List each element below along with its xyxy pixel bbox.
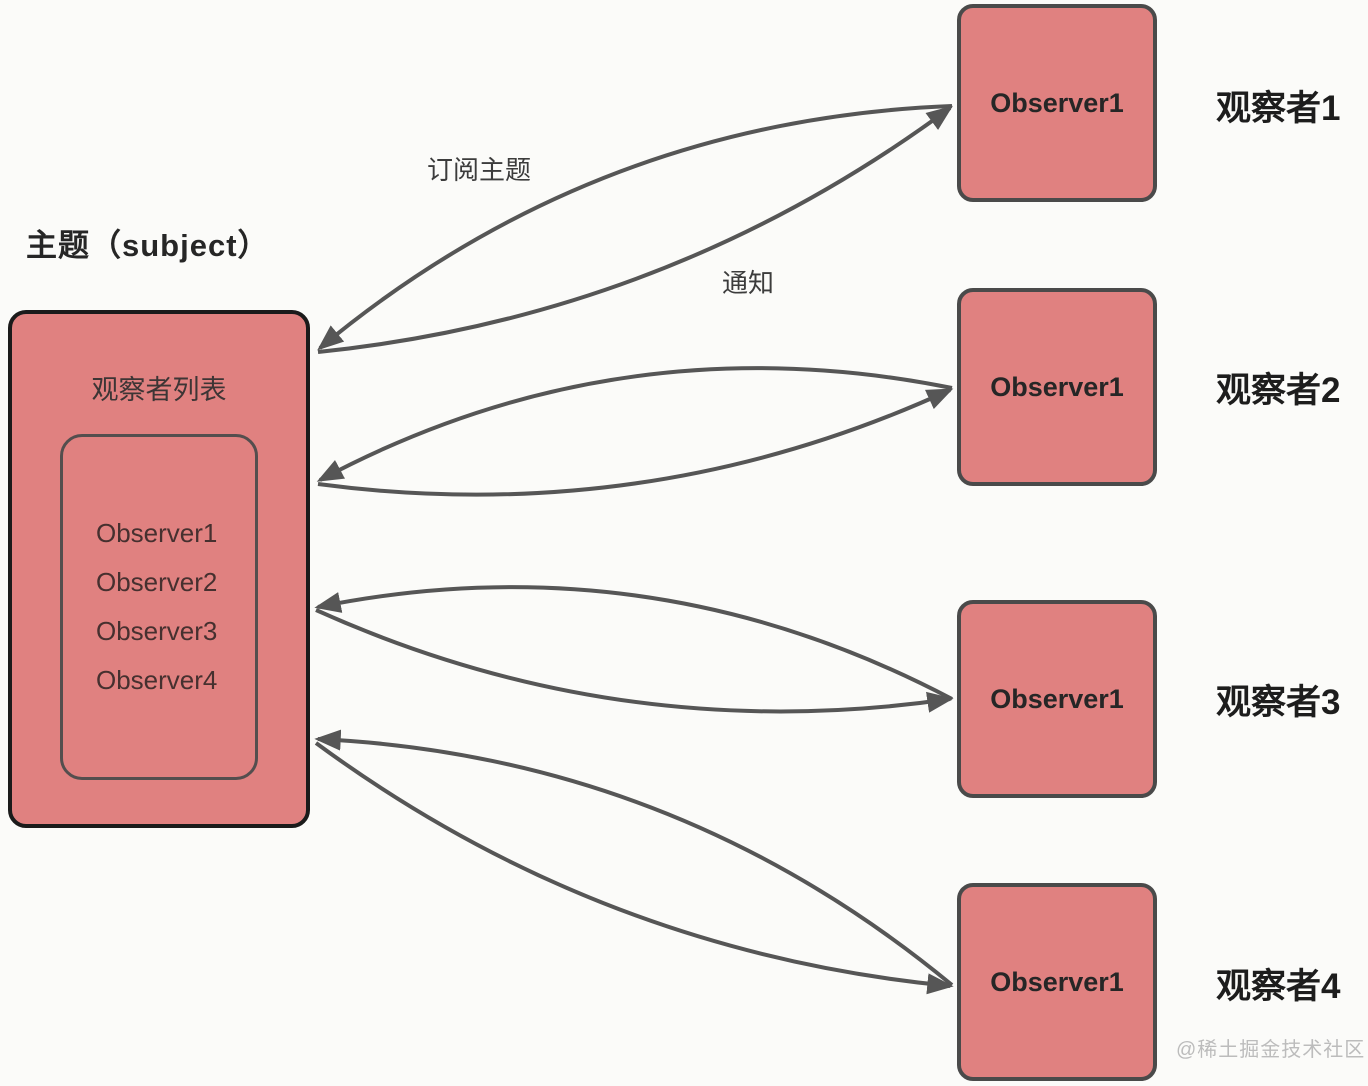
subscribe-arrow-4: [314, 729, 954, 987]
notify-arrow-1: [317, 105, 953, 354]
observer-box-1: Observer1: [957, 4, 1157, 202]
notify-label: 通知: [722, 268, 775, 298]
notify-arrow-2: [317, 388, 954, 497]
side-label-3: 观察者3: [1216, 683, 1341, 722]
observer-list-box: Observer1 Observer2 Observer3 Observer4: [60, 434, 258, 780]
subscribe-arrow-2: [316, 366, 953, 482]
list-item: Observer4: [96, 665, 218, 695]
side-label-1: 观察者1: [1216, 89, 1341, 128]
observer-box-label: Observer1: [990, 87, 1124, 118]
watermark: @稀土掘金技术社区: [1176, 1039, 1366, 1061]
observer-box-label: Observer1: [990, 371, 1124, 402]
subscribe-arrow-1: [317, 104, 953, 351]
subscribe-arrow-3: [314, 585, 953, 701]
list-item: Observer1: [96, 518, 218, 548]
list-item: Observer3: [96, 616, 218, 646]
observer-box-label: Observer1: [990, 683, 1124, 714]
side-label-4: 观察者4: [1216, 967, 1341, 1006]
observer-list-title: 观察者列表: [91, 375, 227, 405]
observer-box-label: Observer1: [990, 966, 1124, 997]
subscribe-label: 订阅主题: [427, 155, 532, 185]
notify-arrow-4: [314, 741, 954, 995]
subject-box: 观察者列表 Observer1 Observer2 Observer3 Obse…: [8, 310, 310, 828]
side-label-2: 观察者2: [1216, 371, 1341, 410]
observer-box-2: Observer1: [957, 288, 1157, 486]
observer-box-4: Observer1: [957, 883, 1157, 1081]
list-item: Observer2: [96, 567, 218, 597]
notify-arrow-3: [315, 608, 954, 714]
subject-title: 主题（subject）: [26, 228, 270, 263]
observer-list: Observer1 Observer2 Observer3 Observer4: [96, 509, 247, 705]
observer-box-3: Observer1: [957, 600, 1157, 798]
